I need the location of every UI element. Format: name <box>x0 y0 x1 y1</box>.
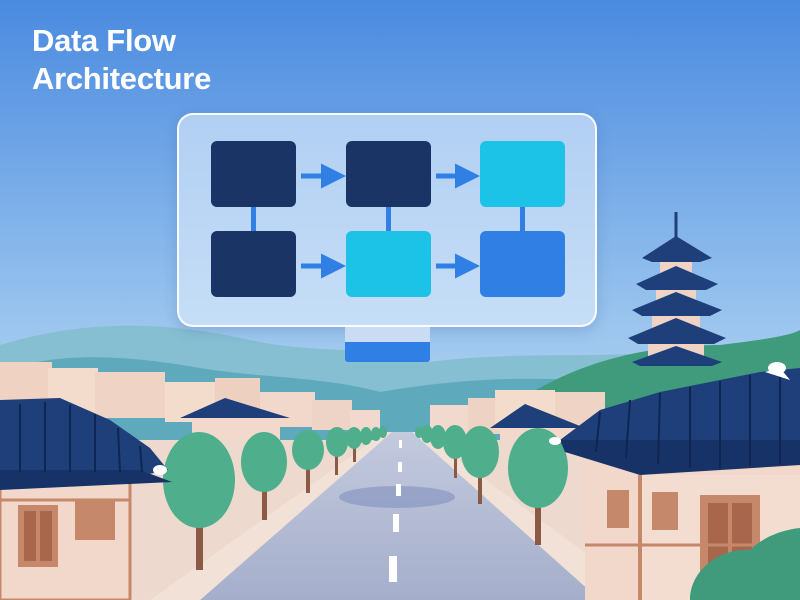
node-r1c3 <box>480 141 565 207</box>
road-markings <box>389 440 402 582</box>
title-line-2: Architecture <box>32 61 212 96</box>
road <box>200 432 600 600</box>
panel-tab-highlight <box>345 327 430 342</box>
node-r2c1 <box>211 231 296 297</box>
hanok-left <box>0 398 172 600</box>
node-r2c2 <box>346 231 431 297</box>
node-r2c3 <box>480 231 565 297</box>
distant-roof-left <box>180 398 290 418</box>
sidewalk-left <box>150 432 392 600</box>
node-r1c2 <box>346 141 431 207</box>
distant-roof-right <box>490 404 585 428</box>
bush-right <box>690 528 800 600</box>
page-title: Data Flow Architecture <box>32 22 211 98</box>
trees-left <box>163 426 387 570</box>
title-line-1: Data Flow <box>32 23 176 58</box>
node-r1c1 <box>211 141 296 207</box>
panel-tab <box>345 327 430 362</box>
pagoda <box>628 212 726 366</box>
road-shadow <box>339 486 455 508</box>
trees-right <box>415 425 568 545</box>
